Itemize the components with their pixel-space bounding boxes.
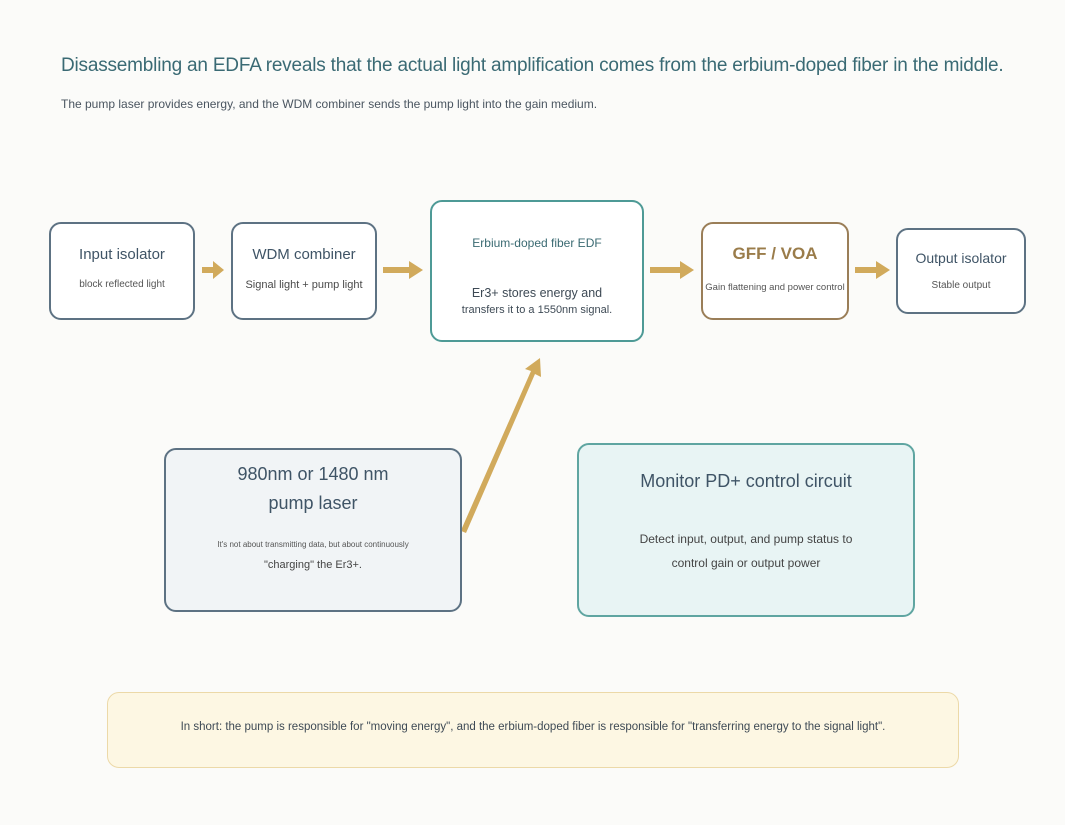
pump-laser-desc-line2: "charging" the Er3+.	[263, 559, 362, 571]
summary-callout: In short: the pump is responsible for "m…	[107, 692, 959, 768]
pump-laser-block: 980nm or 1480 nm pump laser It's not abo…	[164, 448, 462, 612]
input-isolator-desc: block reflected light	[79, 279, 165, 290]
edf-desc-line1: Er3+ stores energy and	[471, 286, 603, 300]
arrow-edf-to-gff	[650, 261, 694, 279]
edf-desc-line2: transfers it to a 1550nm signal.	[461, 304, 613, 316]
input-isolator-block: Input isolator block reflected light	[49, 222, 195, 320]
page-title: Disassembling an EDFA reveals that the a…	[61, 55, 1004, 76]
gff-voa-title: GFF / VOA	[732, 244, 818, 263]
arrow-wdm-to-edf	[383, 261, 423, 279]
arrow-pump-to-edf	[459, 358, 541, 533]
monitor-desc-line2: control gain or output power	[671, 556, 821, 570]
monitor-desc-line1: Detect input, output, and pump status to	[639, 532, 853, 546]
pump-laser-title-line2: pump laser	[268, 493, 358, 513]
monitor-title: Monitor PD+ control circuit	[640, 471, 852, 491]
output-isolator-desc: Stable output	[931, 280, 991, 291]
output-isolator-title: Output isolator	[915, 250, 1007, 266]
edf-block: Erbium-doped fiber EDF Er3+ stores energ…	[430, 200, 644, 342]
wdm-combiner-block: WDM combiner Signal light + pump light	[231, 222, 377, 320]
pump-laser-desc-line1: It's not about transmitting data, but ab…	[217, 540, 409, 549]
wdm-combiner-desc: Signal light + pump light	[245, 279, 363, 291]
input-isolator-title: Input isolator	[79, 246, 165, 263]
arrow-isolator-to-wdm	[202, 261, 224, 279]
gff-voa-block: GFF / VOA Gain flattening and power cont…	[701, 222, 849, 320]
pump-laser-title-line1: 980nm or 1480 nm	[237, 464, 389, 484]
gff-voa-desc: Gain flattening and power control	[705, 282, 845, 293]
wdm-combiner-title: WDM combiner	[252, 246, 356, 263]
arrow-gff-to-output	[855, 261, 890, 279]
monitor-control-block: Monitor PD+ control circuit Detect input…	[577, 443, 915, 617]
output-isolator-block: Output isolator Stable output	[896, 228, 1026, 314]
summary-text: In short: the pump is responsible for "m…	[180, 721, 886, 733]
edf-title: Erbium-doped fiber EDF	[472, 236, 602, 250]
page-subtitle: The pump laser provides energy, and the …	[61, 97, 598, 111]
